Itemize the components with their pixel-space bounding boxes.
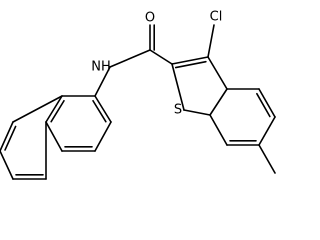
bond-n1-n2	[94, 95, 112, 123]
bond-c5-c6	[258, 116, 276, 146]
bonds	[0, 24, 276, 180]
bond-n8a-n8	[12, 95, 63, 123]
bond-c4-c5-inner	[256, 92, 271, 118]
bond-methyl	[258, 144, 276, 174]
bond-n4a-n8a-inner	[50, 99, 65, 123]
bond-c3-c3a	[207, 56, 228, 90]
bond-c3a-c7a	[209, 88, 228, 116]
bond-amide-c2	[149, 49, 173, 65]
bond-s-c2	[171, 63, 185, 111]
bond-n8-n7-inner	[4, 125, 17, 151]
bond-n-naphthyl	[94, 66, 111, 97]
bond-c4-c5	[258, 88, 276, 118]
bond-n2-n3	[94, 121, 112, 152]
bond-amide-n	[109, 49, 151, 68]
bond-c2-c3-inner	[174, 60, 207, 69]
atom-oxygen: O	[145, 11, 155, 26]
bond-n4a-n8a	[45, 95, 63, 123]
bond-n7-n6	[0, 150, 14, 180]
atom-amide-nitrogen: NH	[91, 60, 111, 75]
bond-c7a-s	[183, 109, 211, 116]
bond-n1-n2-inner	[92, 99, 107, 123]
bond-c7-c7a	[209, 114, 228, 146]
bond-c2-c3	[171, 56, 209, 65]
atom-chlorine: Cl	[210, 10, 223, 25]
atom-sulfur: S	[174, 103, 182, 118]
bond-n4-n4a	[45, 121, 63, 152]
bond-n8-n7	[0, 121, 14, 152]
molecule-structure: O Cl NH S	[0, 10, 276, 180]
bond-c3-cl	[207, 24, 215, 58]
